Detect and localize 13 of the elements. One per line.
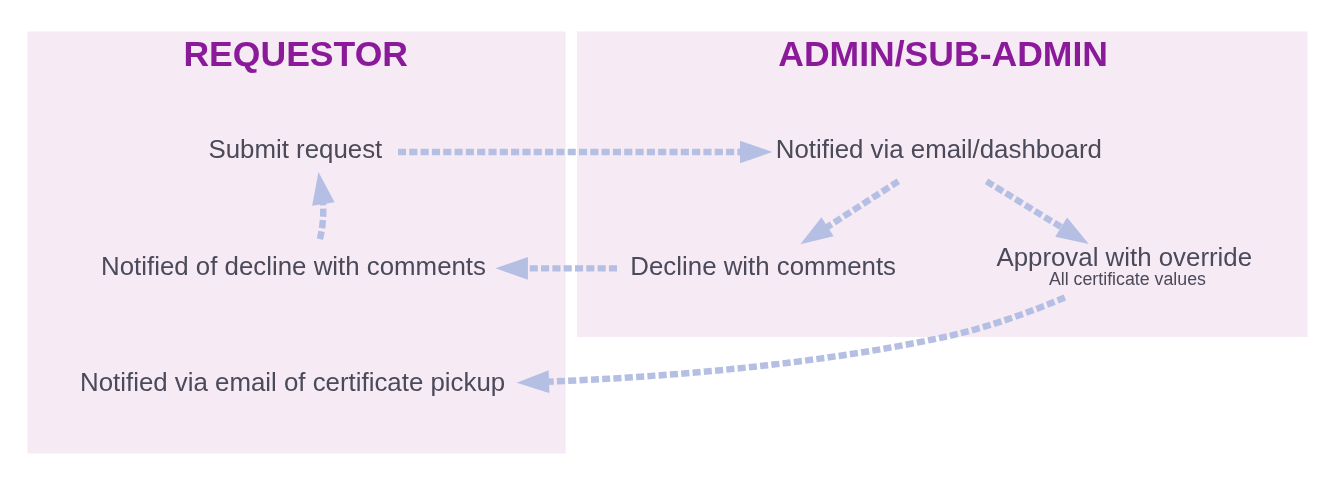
node-text: Decline with comments: [630, 251, 897, 280]
arrow: [397, 140, 773, 164]
arrow: [495, 257, 617, 280]
node-text: Notified via email/dashboard: [775, 135, 1102, 164]
node-label: All certificate values: [1048, 269, 1206, 290]
arrow: [800, 178, 901, 245]
node-text: Notified via email of certificate pickup: [80, 367, 506, 396]
arrow: [516, 294, 1067, 393]
arrow: [312, 171, 335, 240]
arrow: [984, 178, 1089, 245]
node-text: Submit request: [208, 135, 383, 164]
node-text: Notified of decline with comments: [101, 251, 486, 280]
node-text: Approval with override: [996, 242, 1253, 271]
